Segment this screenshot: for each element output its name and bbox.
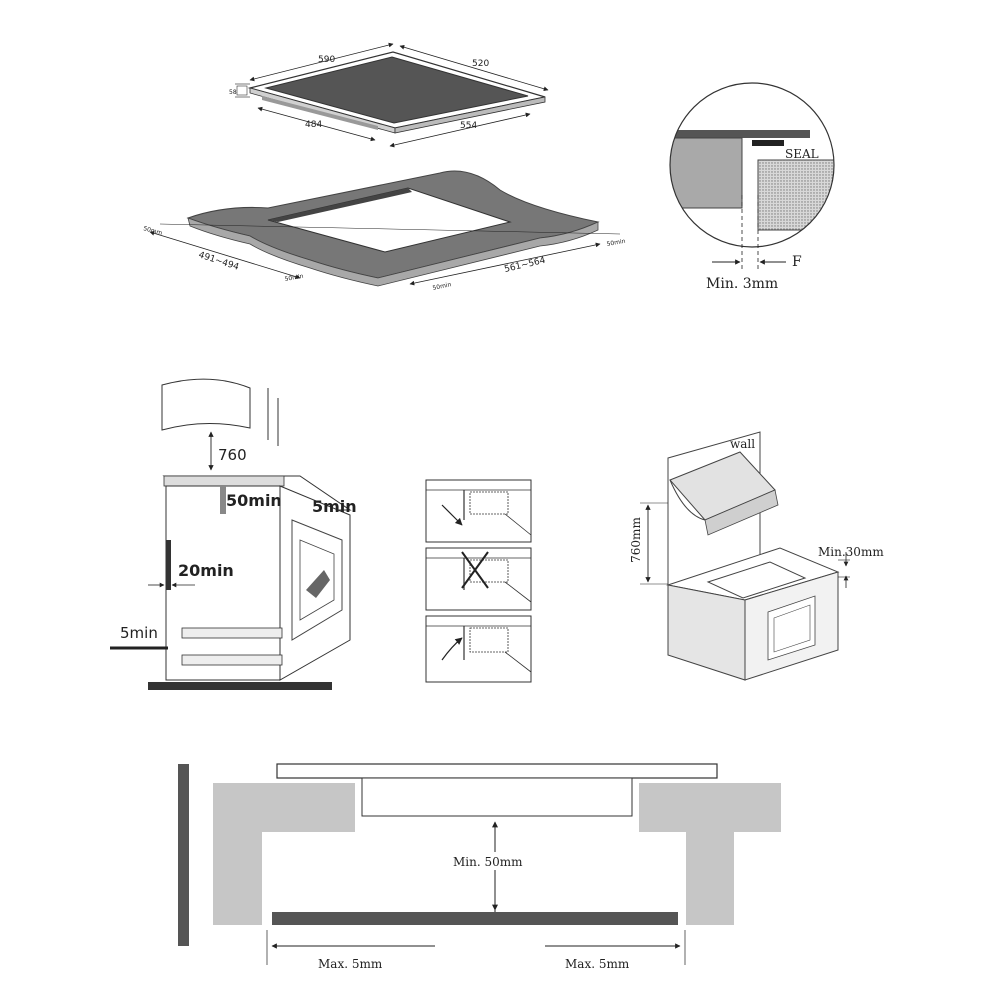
label-min-30mm: Min.30mm <box>818 545 884 559</box>
label-20min: 20min <box>178 561 234 580</box>
seal-detail: SEAL F Min. 3mm <box>669 82 835 292</box>
cabinet-side-view: 760 50min 5min 20min 5min <box>110 378 357 690</box>
min-3mm-label: Min. 3mm <box>706 276 778 292</box>
margin-right: 50min <box>606 238 626 248</box>
dim-58: 58 <box>229 89 237 96</box>
label-5min-side: 5min <box>312 497 357 516</box>
label-760: 760 <box>218 446 247 464</box>
dim-554: 554 <box>460 121 477 131</box>
clip-step-3 <box>425 615 532 683</box>
clip-step-1 <box>425 479 532 543</box>
margin-front: 50min <box>284 273 304 283</box>
label-max-5mm-right: Max. 5mm <box>565 957 630 971</box>
clip-steps <box>425 479 532 683</box>
label-760mm: 760mm <box>629 517 643 563</box>
label-min-50mm: Min. 50mm <box>453 855 523 869</box>
clip-step-2 <box>425 547 532 611</box>
dim-520: 520 <box>472 59 489 69</box>
cutout-view: 491~494 561~564 50mm 50min 50min 50min <box>142 170 626 292</box>
margin-back: 50min <box>432 281 452 292</box>
label-50min: 50min <box>226 491 282 510</box>
wall-view: wall 760mm Min.30mm <box>629 431 884 681</box>
wall-label: wall <box>730 437 755 451</box>
dim-590: 590 <box>318 55 335 65</box>
label-5min-bottom: 5min <box>120 624 158 642</box>
seal-label: SEAL <box>785 147 819 161</box>
dim-491-494: 491~494 <box>197 250 240 273</box>
label-max-5mm-left: Max. 5mm <box>318 957 383 971</box>
dim-561-564: 561~564 <box>503 256 546 275</box>
bottom-section-view: Min. 50mm Max. 5mm Max. 5mm <box>178 763 781 971</box>
dim-484: 484 <box>305 120 322 130</box>
hob-top-view: 590 520 58 484 554 <box>229 42 549 148</box>
margin-left: 50mm <box>142 225 163 237</box>
f-label: F <box>792 254 802 270</box>
